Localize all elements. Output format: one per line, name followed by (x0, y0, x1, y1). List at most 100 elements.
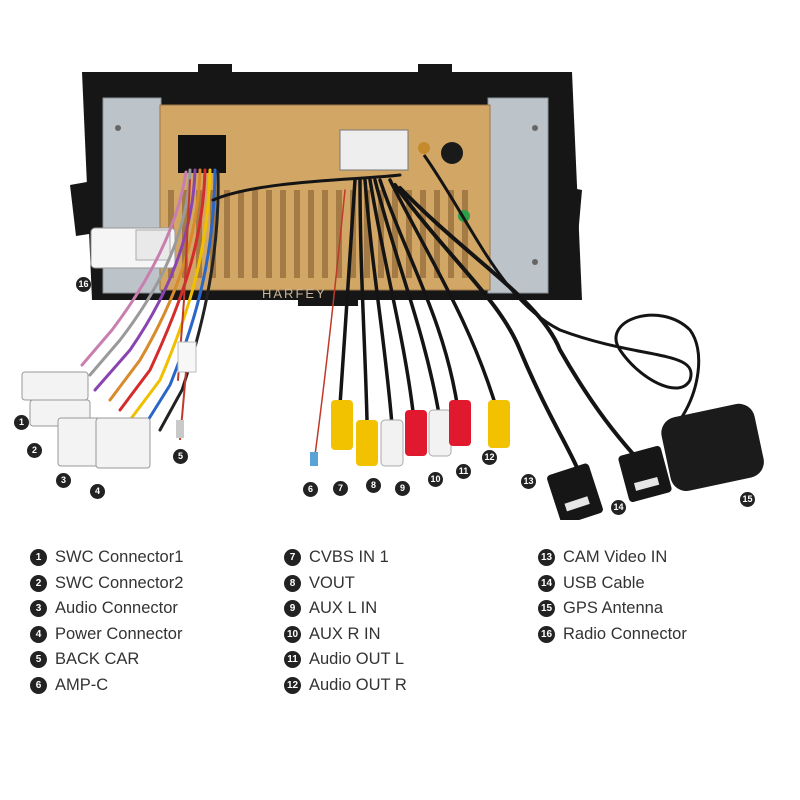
legend-number: 14 (538, 574, 555, 592)
vent-slot (392, 190, 398, 278)
legend-number: 11 (284, 651, 301, 669)
legend-item: 14 USB Cable (538, 571, 687, 597)
vent-slot (462, 190, 468, 278)
vent-slot (308, 190, 314, 278)
legend-label: VOUT (309, 573, 355, 592)
legend-number: 4 (30, 625, 47, 643)
rca-plug-aux-l-in (380, 419, 404, 467)
legend-label: SWC Connector2 (55, 573, 184, 592)
callout-9: 9 (395, 481, 410, 496)
callout-15: 15 (740, 492, 755, 507)
legend-number: 2 (30, 574, 47, 592)
legend-label: GPS Antenna (563, 599, 663, 618)
callout-14: 14 (611, 500, 626, 515)
legend-label: Audio OUT R (309, 675, 407, 694)
vent-slot (210, 190, 216, 278)
legend-label: Power Connector (55, 624, 183, 643)
vent-slot (322, 190, 328, 278)
rca-cables (314, 178, 499, 456)
rca-plug-audio-out-r (449, 400, 471, 446)
legend-label: Audio OUT L (309, 650, 405, 669)
callout-1: 1 (14, 415, 29, 430)
legend-number: 16 (538, 625, 555, 643)
callout-2: 2 (27, 443, 42, 458)
watermark: HARFEY (262, 286, 327, 301)
product-illustration: HARFEY 1 2 3 4 5 6 7 8 9 10 11 12 13 14 … (14, 64, 764, 525)
legend-label: USB Cable (563, 573, 645, 592)
bracket-screw (115, 125, 121, 131)
rca-plug-vout (356, 420, 378, 466)
vent-slot (266, 190, 272, 278)
legend-item: 4 Power Connector (30, 622, 183, 648)
legend-item: 15 GPS Antenna (538, 596, 687, 622)
legend-item: 7 CVBS IN 1 (284, 545, 407, 571)
antenna-jack (441, 142, 463, 164)
usb-plug-1 (547, 463, 603, 525)
legend-number: 7 (284, 549, 301, 567)
bezel-bottom-tab (298, 296, 358, 306)
legend-number: 1 (30, 549, 47, 567)
rca-plug-audio-out-l (428, 409, 452, 457)
callout-10: 10 (428, 472, 443, 487)
power-connector (95, 417, 151, 469)
bezel-top-tab-right (418, 64, 452, 76)
legend-col3: 13 CAM Video IN 14 USB Cable 15 GPS Antenna… (538, 545, 687, 647)
legend-label: AUX R IN (309, 624, 381, 643)
legend-item: 1 SWC Connector1 (30, 545, 183, 571)
vent-slot (224, 190, 230, 278)
usb-port-1 (564, 496, 590, 512)
callout-4: 4 (90, 484, 105, 499)
gps-antenna (661, 403, 764, 491)
legend-number: 10 (284, 625, 301, 643)
vent-slot (252, 190, 258, 278)
back-car-terminal (176, 420, 184, 438)
legend-label: CAM Video IN (563, 548, 668, 567)
legend-label: AMP-C (55, 675, 109, 694)
legend-label: SWC Connector1 (55, 548, 184, 567)
legend-label: BACK CAR (55, 650, 140, 669)
legend-number: 8 (284, 574, 301, 592)
callout-3: 3 (56, 473, 71, 488)
legend-number: 13 (538, 549, 555, 567)
right-bracket (487, 97, 549, 294)
legend-item: 16 Radio Connector (538, 622, 687, 648)
legend-item: 10 AUX R IN (284, 622, 407, 648)
usb-cables (393, 183, 642, 472)
callout-6: 6 (303, 482, 318, 497)
main-connector-port (178, 135, 226, 173)
vent-slot (364, 190, 370, 278)
callout-16: 16 (76, 277, 91, 292)
vent-slot (238, 190, 244, 278)
swc-connector1 (21, 371, 89, 401)
legend-number: 9 (284, 600, 301, 618)
legend-label: Audio Connector (55, 599, 178, 618)
vent-slot (406, 190, 412, 278)
legend-label: Radio Connector (563, 624, 687, 643)
callout-5: 5 (173, 449, 188, 464)
vent-slot (420, 190, 426, 278)
vent-slot (434, 190, 440, 278)
back-car-label-tag (177, 341, 197, 373)
usb-port-2 (633, 476, 660, 491)
bezel-top-tab-left (198, 64, 232, 76)
legend-item: 11 Audio OUT L (284, 647, 407, 673)
legend-label: CVBS IN 1 (309, 548, 389, 567)
legend-item: 5 BACK CAR (30, 647, 183, 673)
vent-slot (294, 190, 300, 278)
legend-number: 15 (538, 600, 555, 618)
rca-plug-cvbs-in-1 (331, 400, 353, 450)
legend-item: 8 VOUT (284, 571, 407, 597)
legend-item: 2 SWC Connector2 (30, 571, 183, 597)
rca-plugs (310, 400, 510, 467)
gps-cable (422, 154, 701, 421)
amp-c-wire-tip (310, 452, 318, 466)
bezel-right-ear (552, 185, 582, 236)
callout-7: 7 (333, 481, 348, 496)
legend-number: 5 (30, 651, 47, 669)
